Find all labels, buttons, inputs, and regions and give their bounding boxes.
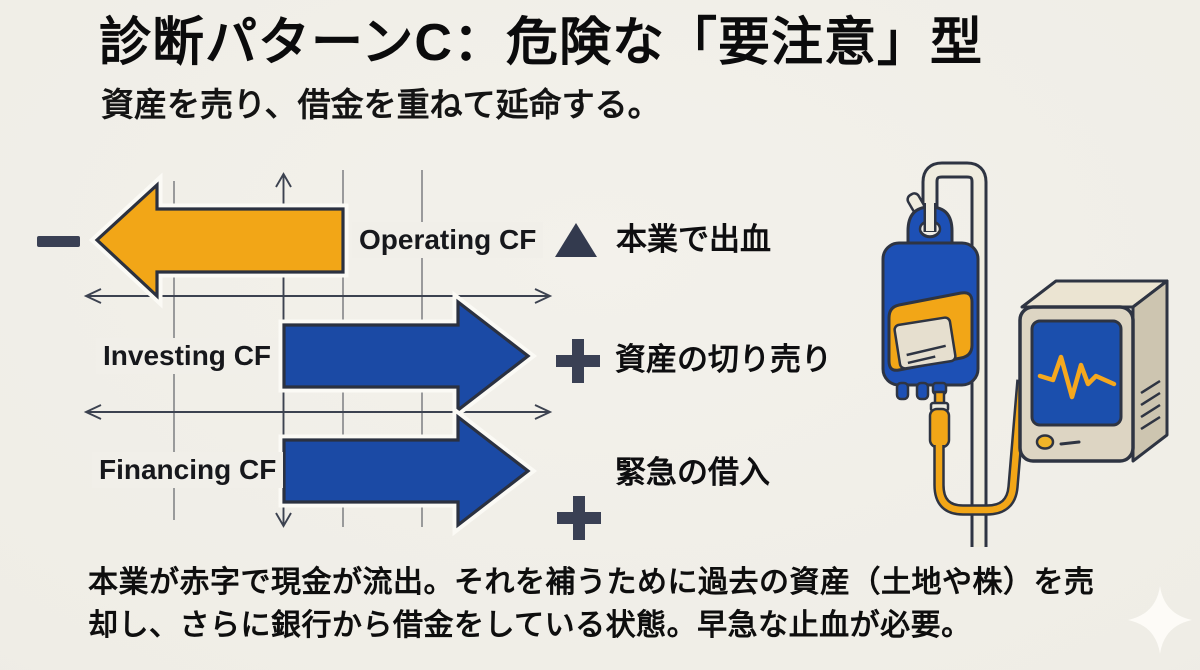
horizontal-axis-bottom [83, 404, 553, 420]
minus-icon [37, 236, 80, 247]
financing-cf-annotation: 緊急の借入 [615, 455, 770, 490]
ecg-line [1037, 354, 1117, 400]
footer-text: 本業が赤字で現金が流出。それを補うために過去の資産（土地や株）を売 却し、さらに… [88, 561, 1095, 647]
investing-cf-label: Investing CF [96, 338, 279, 374]
iv-pole [921, 161, 988, 547]
drip-chamber [928, 390, 951, 449]
page-title: 診断パターンC：危険な「要注意」型 [99, 14, 983, 72]
investing-cf-annotation: 資産の切り売り [615, 342, 832, 377]
iv-blood-bag [881, 203, 980, 401]
sparkle-icon [1128, 586, 1192, 654]
bag-label [893, 316, 957, 370]
plus-icon [557, 496, 601, 540]
heart-monitor [1018, 279, 1169, 463]
page-subtitle: 資産を売り、借金を重ねて延命する。 [101, 86, 661, 123]
horizontal-axis-top [83, 288, 553, 304]
footer-line-2: 却し、さらに銀行から借金をしている状態。早急な止血が必要。 [88, 609, 972, 642]
financing-cf-label: Financing CF [92, 452, 284, 488]
iv-tube [933, 379, 1028, 516]
vent-slots [1140, 379, 1161, 431]
plus-icon [556, 339, 600, 383]
operating-cf-annotation: 本業で出血 [616, 222, 771, 257]
operating-cf-arrow [88, 172, 349, 309]
operating-cf-label: Operating CF [352, 222, 544, 258]
investing-cf-arrow [278, 290, 538, 422]
financing-cf-arrow [278, 405, 538, 537]
iv-drip-monitor-illustration [881, 161, 1169, 547]
monitor-button [1035, 434, 1055, 450]
triangle-negative-icon [555, 223, 597, 257]
footer-line-1: 本業が赤字で現金が流出。それを補うために過去の資産（土地や株）を売 [88, 566, 1095, 599]
